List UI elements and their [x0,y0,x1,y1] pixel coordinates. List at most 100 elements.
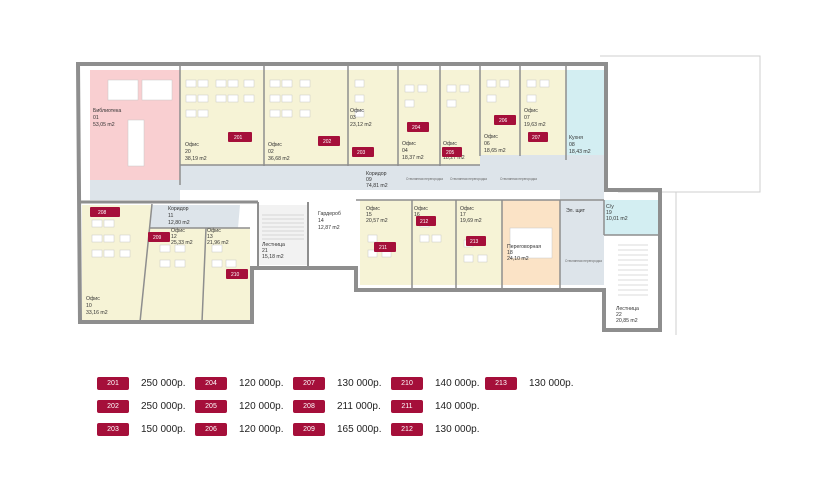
room-wardrobe[interactable] [310,205,356,265]
legend-item[interactable]: 205 120 000р. [195,399,284,413]
meeting-table [509,227,553,259]
legend-item[interactable]: 204 120 000р. [195,376,284,390]
legend-item[interactable]: 210 140 000р. [391,376,480,390]
stair-21-steps [262,214,304,240]
room-el-shield[interactable] [560,200,604,285]
legend-tag: 210 [391,376,423,390]
office12-area: 25,33 m2 [171,240,193,246]
tag-207[interactable]: 207 [528,132,548,142]
legend-item[interactable]: 206 120 000р. [195,422,284,436]
office17-num: 17 [460,212,466,218]
room-stair-22[interactable] [604,235,658,330]
office04-name: Офис [402,141,416,147]
tag-203[interactable]: 203 [352,147,374,157]
office07-name: Офис [524,108,538,114]
office02-name: Офис [268,142,282,148]
legend-item[interactable]: 202 250 000р. [97,399,186,413]
tag-204[interactable]: 204 [407,122,429,132]
svg-text:208: 208 [98,210,107,216]
legend-price: 140 000р. [435,400,480,412]
corridor09-num: 09 [366,177,372,183]
tag-210[interactable]: 210 [226,269,248,279]
office20-num: 20 [185,149,191,155]
stair21-area: 15,18 m2 [262,254,284,260]
legend-item[interactable]: 209 165 000р. [293,422,382,436]
tag-205[interactable]: 205 [442,147,462,157]
svg-text:211: 211 [379,245,387,251]
tag-212[interactable]: 212 [416,216,436,226]
svg-text:210: 210 [231,272,240,278]
legend-tag: 209 [293,422,325,436]
floor-plan: Библиотека 01 53,05 m2 Офис 20 38,19 m2 … [75,55,761,335]
legend-price: 120 000р. [239,400,284,412]
tag-213[interactable]: 213 [466,236,486,246]
tag-206[interactable]: 206 [494,115,516,125]
stair21-name: Лестница [262,242,285,248]
legend-price: 130 000р. [529,377,574,389]
room-wc[interactable] [604,200,658,235]
wardrobe-num: 14 [318,218,324,224]
room-corridor-09[interactable] [180,155,604,200]
el-shield-name: Эл. щит [566,208,586,214]
stair22-num: 22 [616,312,622,318]
office03-area: 23,12 m2 [350,122,372,128]
tag-208[interactable]: 208 [90,207,120,217]
office16-num: 16 [414,212,420,218]
legend-price: 165 000р. [337,423,382,435]
room-office-10[interactable] [82,205,152,320]
room-office-12[interactable] [140,228,206,320]
legend-tag: 213 [485,376,517,390]
library-table [107,79,173,167]
corridor11-area: 12,80 m2 [168,220,190,226]
corridor11-num: 11 [168,213,173,219]
tag-201[interactable]: 201 [228,132,252,142]
legend-price: 130 000р. [337,377,382,389]
legend-item[interactable]: 207 130 000р. [293,376,382,390]
library-num: 01 [93,115,99,121]
tag-209[interactable]: 209 [148,232,170,242]
legend-item[interactable]: 208 211 000р. [293,399,381,413]
legend-tag: 207 [293,376,325,390]
legend-tag: 205 [195,399,227,413]
legend-item[interactable]: 201 250 000р. [97,376,186,390]
office12-num: 12 [171,234,177,240]
legend-tag: 203 [97,422,129,436]
svg-text:202: 202 [323,139,332,145]
legend-price: 250 000р. [141,377,186,389]
legend-item[interactable]: 212 130 000р. [391,422,480,436]
office04-num: 04 [402,148,408,154]
svg-text:209: 209 [153,235,162,241]
wardrobe-area: 12,87 m2 [318,225,340,231]
room-labels: Библиотека 01 53,05 m2 Офис 20 38,19 m2 … [86,108,639,324]
office20-name: Офис [185,142,199,148]
svg-text:201: 201 [234,135,243,141]
glass-partition-4: Стеклянная перегородка [565,259,602,263]
wardrobe-name: Гардероб [318,211,341,217]
room-office-16[interactable] [412,200,456,285]
svg-text:213: 213 [470,239,479,245]
legend-item[interactable]: 213 130 000р. [485,376,574,390]
office05-area: 18,27 m2 [443,155,465,161]
svg-text:203: 203 [357,150,366,156]
stair-22-steps [618,244,648,296]
office05-name: Офис [443,141,457,147]
room-corridor-11[interactable] [150,205,240,228]
svg-text:204: 204 [412,125,421,131]
legend-tag: 211 [391,399,423,413]
svg-text:212: 212 [420,219,429,225]
tag-202[interactable]: 202 [318,136,340,146]
legend-item[interactable]: 203 150 000р. [97,422,186,436]
office20-area: 38,19 m2 [185,156,207,162]
legend-price: 120 000р. [239,377,284,389]
svg-text:207: 207 [532,135,541,141]
room-kitchen[interactable] [566,70,604,160]
office02-area: 36,68 m2 [268,156,290,162]
office03-num: 03 [350,115,356,121]
stair22-name: Лестница [616,306,639,312]
tag-211[interactable]: 211 [374,242,396,252]
office10-num: 10 [86,303,92,309]
office16-name: Офис [414,206,428,212]
legend-item[interactable]: 211 140 000р. [391,399,480,413]
legend-price: 120 000р. [239,423,284,435]
office15-name: Офис [366,206,380,212]
